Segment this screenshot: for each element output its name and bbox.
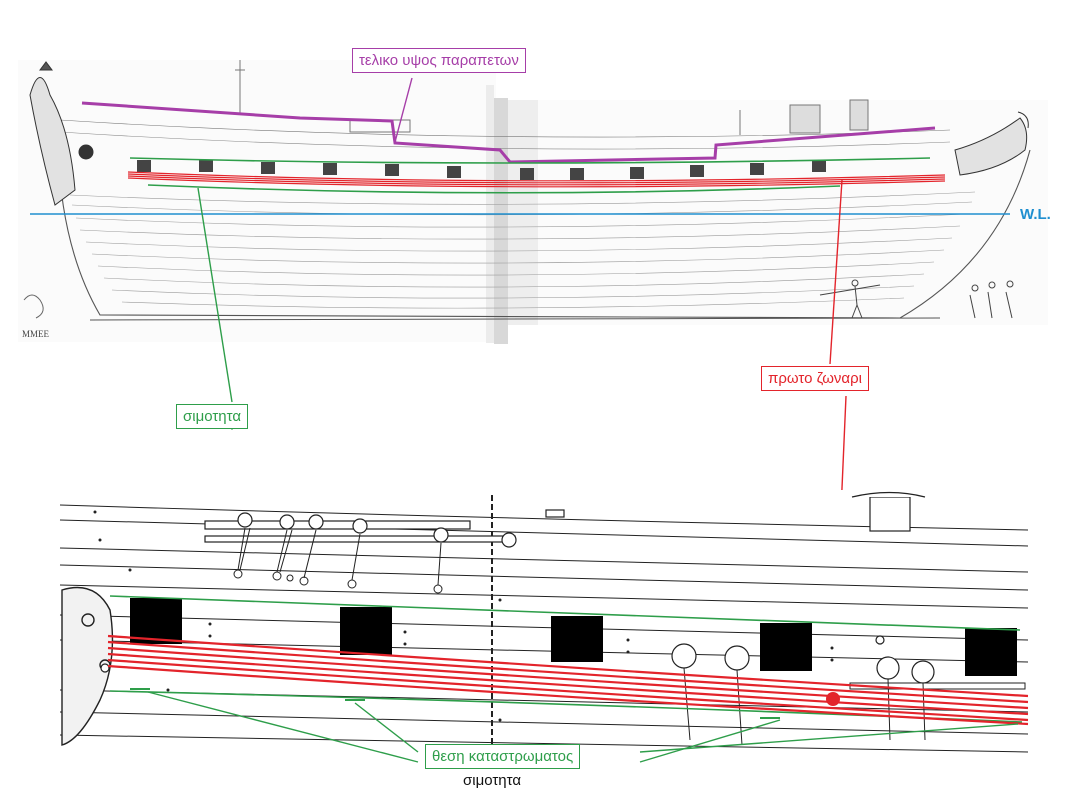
deck-position-label: θεση καταστρωματος [425,744,581,769]
hull-planking [59,119,976,309]
sheer-line-top [129,157,931,164]
keel-line [89,317,941,321]
first-wale-label: πρωτο ζωναρι [761,366,869,391]
workers-figures [819,279,1014,319]
waterline-label: W.L. [1020,206,1051,223]
detail-stern-carving [61,586,114,746]
detail-wale-band [107,634,1029,726]
bow-figurehead [954,111,1029,176]
stern-carving [29,61,94,206]
gunports-top [137,160,826,180]
parapet-leader [394,77,413,143]
wale-leader-top [829,179,843,365]
nail-dots [93,510,834,722]
rail-and-blocks [204,491,926,548]
gunports-detail [130,598,1017,676]
wale-marker-dot [826,692,840,706]
book-gutter [494,98,508,344]
sheer-label-bottom: σιμοτητα [463,772,522,789]
rigging-hooks [233,527,443,594]
sheer-label-top: σιμοτητα [176,404,249,429]
ship-profile-drawing [18,60,1048,344]
parapet-height-label: τελικο υψος παραπετων [352,48,526,73]
sheer-leader [197,187,233,403]
plate-caption: MMEE [22,329,49,339]
deck-position-marks [130,688,780,719]
corner-vignette [23,294,44,319]
detail-drawing [59,490,1029,753]
parapet-height-line [81,101,936,164]
first-wale-band [127,171,946,188]
deck-leaders [147,691,1019,763]
sheer-line-bottom [147,184,841,194]
deadeyes [100,635,935,684]
detail-sheer-top [109,595,1021,631]
plan-page-left [18,60,496,342]
plan-page-right [503,100,1048,325]
